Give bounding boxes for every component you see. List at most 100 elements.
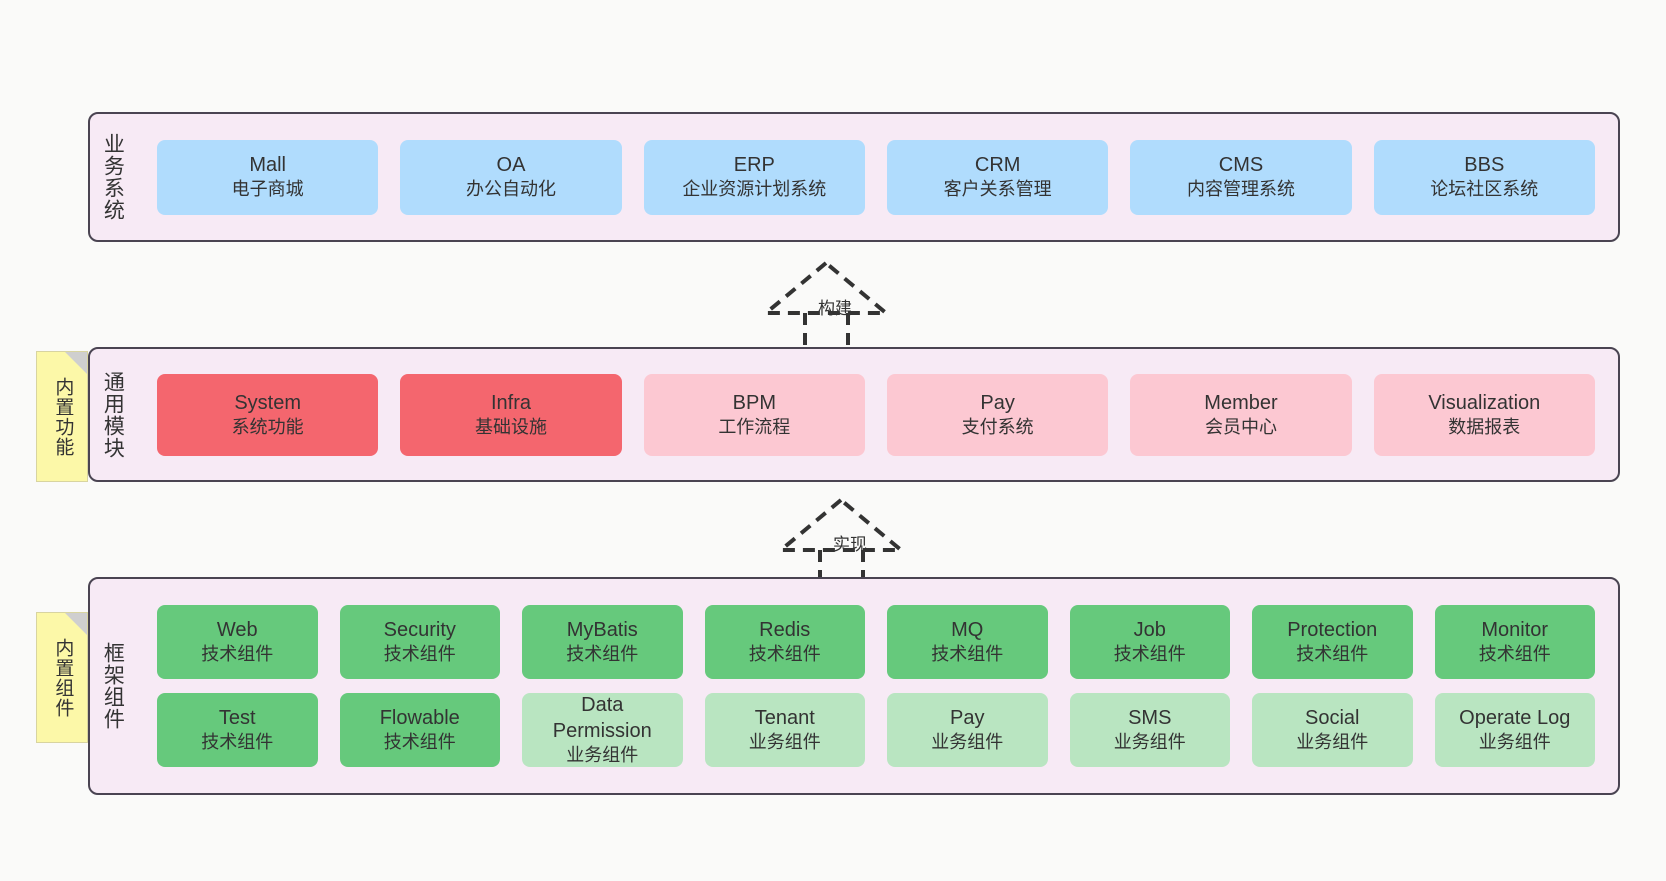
card-title-line2: Permission <box>552 720 652 743</box>
card-social[interactable]: Social 业务组件 <box>1252 693 1413 767</box>
card-subtitle: 业务组件 <box>1478 732 1551 753</box>
card-flowable[interactable]: Flowable 技术组件 <box>339 693 500 767</box>
card-title: Social <box>1305 707 1360 730</box>
sticky-fold-icon <box>65 352 87 374</box>
card-bbs[interactable]: BBS 论坛社区系统 <box>1373 139 1595 215</box>
card-mybatis[interactable]: MyBatis 技术组件 <box>522 605 683 679</box>
connector-build-label: 构建 <box>818 299 852 318</box>
card-infra[interactable]: Infra 基础设施 <box>400 373 622 456</box>
layer-title-common-module: 通用模块 <box>101 370 125 459</box>
card-subtitle: 技术组件 <box>201 644 274 665</box>
card-subtitle: 企业资源计划系统 <box>682 179 827 200</box>
card-title: BBS <box>1464 154 1505 177</box>
card-subtitle: 技术组件 <box>383 732 456 753</box>
sticky-fold-icon <box>65 613 87 635</box>
card-title: System <box>234 391 301 414</box>
card-subtitle: 技术组件 <box>566 644 639 665</box>
card-subtitle: 技术组件 <box>748 644 821 665</box>
card-title: MyBatis <box>566 619 638 642</box>
framework-row-business: Test 技术组件 Flowable 技术组件 Data Permission … <box>146 693 1606 767</box>
card-title: Data <box>581 694 624 717</box>
card-title: Member <box>1204 391 1278 414</box>
card-title: Visualization <box>1428 391 1541 414</box>
layer-framework-grid: Web 技术组件 Security 技术组件 MyBatis 技术组件 Redi… <box>134 579 1618 793</box>
card-title: Web <box>216 619 258 642</box>
card-title: Security <box>383 619 456 642</box>
card-title: BPM <box>732 391 776 414</box>
card-subtitle: 基础设施 <box>474 416 547 437</box>
card-job[interactable]: Job 技术组件 <box>1069 605 1230 679</box>
card-subtitle: 论坛社区系统 <box>1430 179 1539 200</box>
card-title: MQ <box>951 619 984 642</box>
card-subtitle: 业务组件 <box>1296 732 1369 753</box>
sticky-note-builtin-component[interactable]: 内置组件 <box>36 612 88 743</box>
card-member[interactable]: Member 会员中心 <box>1130 373 1352 456</box>
card-erp[interactable]: ERP 企业资源计划系统 <box>643 139 865 215</box>
card-tenant[interactable]: Tenant 业务组件 <box>704 693 865 767</box>
card-bpm[interactable]: BPM 工作流程 <box>643 373 865 456</box>
card-title: Infra <box>490 391 531 414</box>
card-data-permission[interactable]: Data Permission 业务组件 <box>522 693 683 767</box>
card-system[interactable]: System 系统功能 <box>157 373 379 456</box>
card-monitor[interactable]: Monitor 技术组件 <box>1434 605 1595 679</box>
card-oa[interactable]: OA 办公自动化 <box>400 139 622 215</box>
connector-implement-label: 实现 <box>833 535 867 554</box>
card-subtitle: 技术组件 <box>383 644 456 665</box>
card-subtitle: 工作流程 <box>718 416 791 437</box>
card-subtitle: 内容管理系统 <box>1186 179 1295 200</box>
card-crm[interactable]: CRM 客户关系管理 <box>886 139 1109 215</box>
card-security[interactable]: Security 技术组件 <box>339 605 500 679</box>
card-web[interactable]: Web 技术组件 <box>157 605 318 679</box>
card-subtitle: 电子商城 <box>231 179 304 200</box>
card-cms[interactable]: CMS 内容管理系统 <box>1130 139 1352 215</box>
card-subtitle: 业务组件 <box>1113 732 1186 753</box>
card-title: CRM <box>974 154 1021 177</box>
card-subtitle: 技术组件 <box>931 644 1004 665</box>
card-protection[interactable]: Protection 技术组件 <box>1252 605 1413 679</box>
card-title: Pay <box>950 707 985 730</box>
framework-row-technical: Web 技术组件 Security 技术组件 MyBatis 技术组件 Redi… <box>146 605 1606 679</box>
card-test[interactable]: Test 技术组件 <box>157 693 318 767</box>
card-subtitle: 支付系统 <box>961 416 1034 437</box>
card-mall[interactable]: Mall 电子商城 <box>157 139 379 215</box>
card-title: SMS <box>1128 707 1172 730</box>
card-title: Tenant <box>754 707 815 730</box>
sticky-note-label: 内置组件 <box>52 637 74 718</box>
card-subtitle: 技术组件 <box>1113 644 1186 665</box>
card-title: Test <box>218 707 256 730</box>
card-title: Flowable <box>379 707 460 730</box>
card-title: CMS <box>1218 154 1264 177</box>
card-title: OA <box>496 154 526 177</box>
layer-business-cards: Mall 电子商城 OA 办公自动化 ERP 企业资源计划系统 CRM 客户关系… <box>134 114 1618 240</box>
sticky-note-label: 内置功能 <box>52 376 74 457</box>
card-pay[interactable]: Pay 支付系统 <box>886 373 1109 456</box>
sticky-note-builtin-function[interactable]: 内置功能 <box>36 351 88 482</box>
card-subtitle: 业务组件 <box>748 732 821 753</box>
card-visualization[interactable]: Visualization 数据报表 <box>1373 373 1595 456</box>
card-mq[interactable]: MQ 技术组件 <box>887 605 1048 679</box>
card-subtitle: 技术组件 <box>1296 644 1369 665</box>
card-subtitle: 业务组件 <box>566 745 639 766</box>
card-subtitle: 系统功能 <box>231 416 304 437</box>
card-redis[interactable]: Redis 技术组件 <box>704 605 865 679</box>
card-subtitle: 会员中心 <box>1204 416 1277 437</box>
layer-framework-component: 框架组件 Web 技术组件 Security 技术组件 MyBatis 技术组件… <box>88 577 1620 795</box>
card-title: Job <box>1133 619 1166 642</box>
card-title: Monitor <box>1481 619 1549 642</box>
card-subtitle: 数据报表 <box>1448 416 1521 437</box>
layer-module-cards: System 系统功能 Infra 基础设施 BPM 工作流程 Pay 支付系统… <box>134 349 1618 480</box>
card-subtitle: 技术组件 <box>201 732 274 753</box>
card-sms[interactable]: SMS 业务组件 <box>1069 693 1230 767</box>
card-title: Mall <box>249 154 286 177</box>
layer-common-module: 通用模块 System 系统功能 Infra 基础设施 BPM 工作流程 Pay… <box>88 347 1620 482</box>
card-subtitle: 技术组件 <box>1478 644 1551 665</box>
card-subtitle: 客户关系管理 <box>943 179 1052 200</box>
card-title: Redis <box>759 619 811 642</box>
card-title: ERP <box>733 154 775 177</box>
card-pay-component[interactable]: Pay 业务组件 <box>887 693 1048 767</box>
card-title: Pay <box>980 391 1015 414</box>
card-operate-log[interactable]: Operate Log 业务组件 <box>1434 693 1595 767</box>
card-subtitle: 业务组件 <box>931 732 1004 753</box>
card-title: Operate Log <box>1459 707 1571 730</box>
